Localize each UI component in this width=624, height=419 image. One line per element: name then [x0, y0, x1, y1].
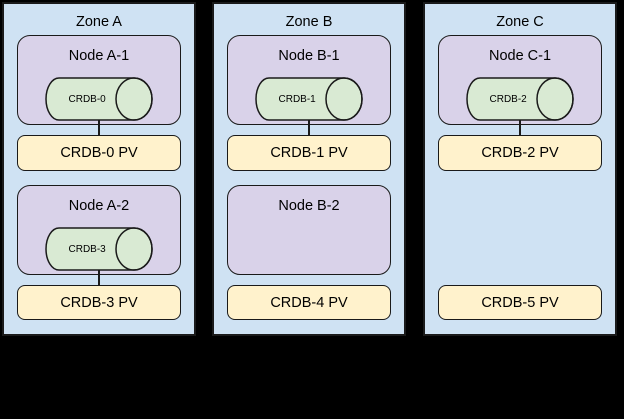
- node-b-2-title: Node B-2: [278, 198, 340, 214]
- crdb-3-pod-label: CRDB-3: [68, 243, 106, 255]
- crdb-2-pv: CRDB-2 PV: [438, 135, 602, 171]
- crdb-1-pod-label: CRDB-1: [278, 93, 316, 105]
- crdb-2-pod: CRDB-2: [466, 77, 574, 121]
- crdb-5-pv: CRDB-5 PV: [438, 285, 602, 320]
- connector-crdb-3: [98, 270, 100, 286]
- connector-crdb-1: [308, 120, 310, 136]
- crdb-3-pv: CRDB-3 PV: [17, 285, 181, 320]
- node-b-1-title: Node B-1: [278, 48, 340, 64]
- crdb-4-pv-label: CRDB-4 PV: [270, 294, 348, 311]
- crdb-0-pod-label: CRDB-0: [68, 93, 106, 105]
- crdb-1-pv: CRDB-1 PV: [227, 135, 391, 171]
- crdb-2-pod-label: CRDB-2: [489, 93, 527, 105]
- database-cylinder-icon: [45, 227, 153, 271]
- crdb-5-pv-label: CRDB-5 PV: [481, 294, 559, 311]
- crdb-3-pod: CRDB-3: [45, 227, 153, 271]
- node-b-2: Node B-2: [227, 185, 391, 275]
- crdb-0-pv: CRDB-0 PV: [17, 135, 181, 171]
- zone-c-title: Zone C: [496, 14, 544, 30]
- zone-a-title: Zone A: [76, 14, 122, 30]
- database-cylinder-icon: [255, 77, 363, 121]
- crdb-2-pv-label: CRDB-2 PV: [481, 145, 559, 161]
- crdb-0-pod: CRDB-0: [45, 77, 153, 121]
- crdb-3-pv-label: CRDB-3 PV: [60, 294, 138, 311]
- crdb-1-pod: CRDB-1: [255, 77, 363, 121]
- zone-a: Zone A Node A-1 CRDB-0 CRDB-0 PV Node A-…: [2, 2, 196, 336]
- connector-crdb-0: [98, 120, 100, 136]
- crdb-4-pv: CRDB-4 PV: [227, 285, 391, 320]
- database-cylinder-icon: [45, 77, 153, 121]
- node-a-1-title: Node A-1: [68, 48, 130, 64]
- crdb-0-pv-label: CRDB-0 PV: [60, 145, 138, 161]
- node-a-1: Node A-1 CRDB-0: [17, 35, 181, 125]
- zone-b: Zone B Node B-1 CRDB-1 CRDB-1 PV Node B-…: [212, 2, 406, 336]
- zone-b-title: Zone B: [285, 14, 333, 30]
- node-a-2: Node A-2 CRDB-3: [17, 185, 181, 275]
- node-c-1: Node C-1 CRDB-2: [438, 35, 602, 125]
- node-a-2-title: Node A-2: [68, 198, 130, 214]
- connector-crdb-2: [519, 120, 521, 136]
- zone-c: Zone C Node C-1 CRDB-2 CRDB-2 PV CRDB-5 …: [423, 2, 617, 336]
- node-b-1: Node B-1 CRDB-1: [227, 35, 391, 125]
- crdb-1-pv-label: CRDB-1 PV: [270, 145, 348, 161]
- node-c-1-title: Node C-1: [488, 48, 552, 64]
- database-cylinder-icon: [466, 77, 574, 121]
